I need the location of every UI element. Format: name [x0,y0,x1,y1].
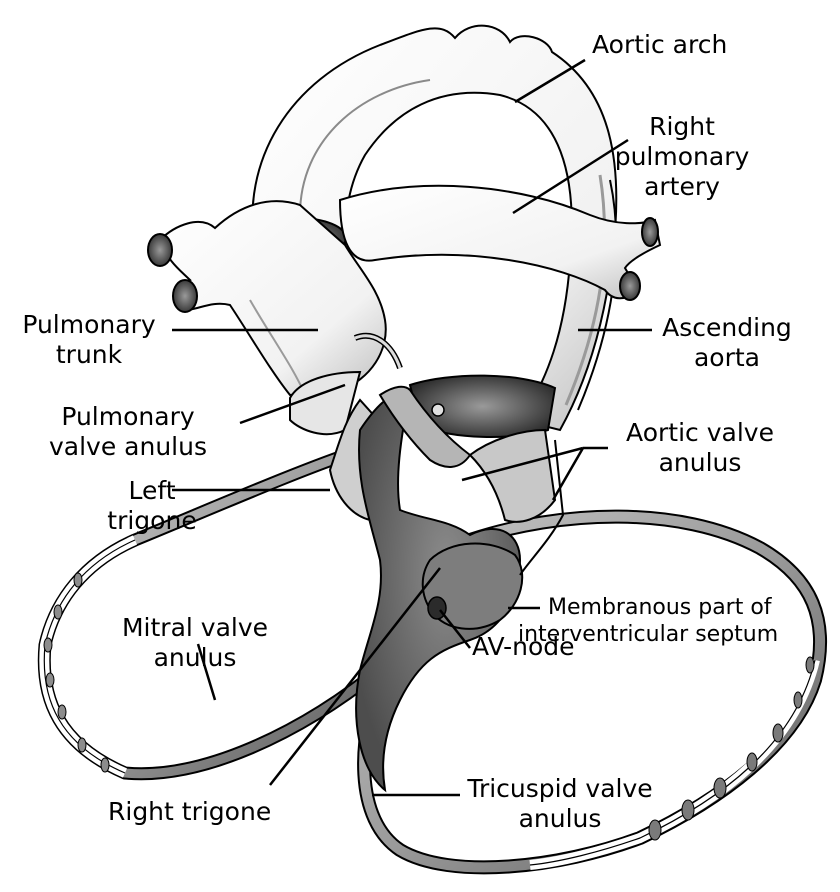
mitral-anulus-shape [44,450,385,774]
label-line: Right [612,112,752,142]
label-line: trunk [8,340,170,370]
label-mitral-valve-anulus: Mitral valve anulus [105,613,285,673]
label-right-trigone: Right trigone [108,797,271,827]
label-line: Ascending [652,313,802,343]
label-line: pulmonary [612,142,752,172]
label-av-node: AV-node [472,632,575,662]
label-line: valve anulus [22,432,234,462]
label-line: Tricuspid valve [450,774,670,804]
label-tricuspid-valve-anulus: Tricuspid valve anulus [450,774,670,834]
label-aortic-valve-anulus: Aortic valve anulus [610,418,790,478]
label-ascending-aorta: Ascending aorta [652,313,802,373]
label-line: aorta [652,343,802,373]
label-aortic-arch: Aortic arch [592,30,727,60]
label-line: Mitral valve [105,613,285,643]
label-line: Left [102,476,202,506]
label-line: Pulmonary [22,402,234,432]
label-line: trigone [102,506,202,536]
label-line: anulus [105,643,285,673]
label-pulmonary-trunk: Pulmonary trunk [8,310,170,370]
label-line: Membranous part of [518,594,836,621]
label-line: anulus [450,804,670,834]
label-line: anulus [610,448,790,478]
label-line: Aortic valve [610,418,790,448]
label-line: Pulmonary [8,310,170,340]
fibrous-body-shape [330,387,563,790]
label-pulmonary-valve-anulus: Pulmonary valve anulus [22,402,234,462]
label-right-pulmonary-artery: Right pulmonary artery [612,112,752,202]
label-line: artery [612,172,752,202]
label-left-trigone: Left trigone [102,476,202,536]
